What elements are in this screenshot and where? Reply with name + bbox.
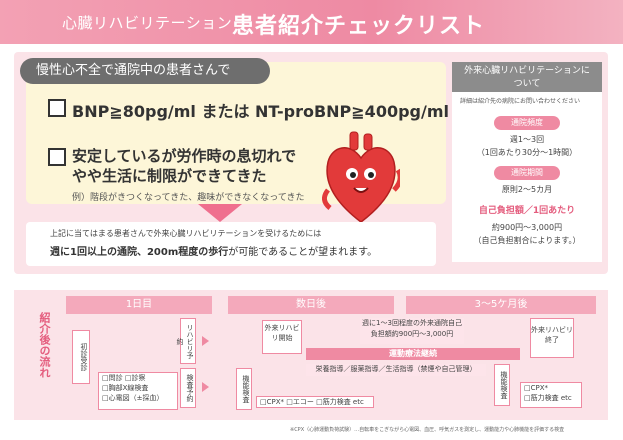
weekly-visit: 週に1～3回程度の外来通院自己負担額約900円～3,000円 bbox=[360, 318, 464, 344]
checkbox-bnp[interactable] bbox=[48, 99, 66, 117]
notice-line2: 週に1回以上の通院、200m程度の歩行が可能であることが望まれます。 bbox=[50, 243, 377, 258]
test-1: □問診 □診察 bbox=[102, 374, 146, 382]
arrow-down-icon bbox=[198, 204, 242, 222]
arrow-right-icon bbox=[202, 336, 209, 346]
notice-rest: が可能であることが望まれます。 bbox=[228, 247, 378, 258]
phase-day1: 1日目 bbox=[66, 296, 212, 314]
checklist-item-bnp: BNP≧80pg/ml または NT-proBNP≧400pg/ml bbox=[72, 102, 449, 121]
functional-test2: 機能検査 bbox=[494, 364, 510, 406]
notice-bold: 週に1回以上の通院、200m程度の歩行 bbox=[50, 247, 229, 258]
test-booking: 検査予約 bbox=[180, 368, 196, 408]
item2-line2: やや生活に制限ができてきた bbox=[72, 167, 267, 185]
freq-label: 通院頻度 bbox=[494, 116, 560, 130]
test-2: □胸部X線検査 bbox=[102, 384, 149, 392]
sidebar-title: 外来心臓リハビリテーションに ついて bbox=[452, 62, 602, 92]
phase-days-later: 数日後 bbox=[228, 296, 394, 314]
outpatient-end: 外来リハビリ終了 bbox=[530, 318, 574, 358]
sidebar-title-line1: 外来心臓リハビリテーションに bbox=[464, 66, 590, 76]
cost-line2: （自己負担割合によります。） bbox=[473, 236, 581, 245]
footnote: ※CPX（心肺運動負荷試験）…自転車をこぎながら心電図、血圧、呼気ガスを測定し、… bbox=[290, 427, 565, 433]
sidebar-note: 詳細は紹介先の病院にお問い合わせください bbox=[460, 98, 581, 105]
page-title: 患者紹介チェックリスト bbox=[232, 14, 486, 39]
cost-label: 自己負担額／1回あたり bbox=[478, 206, 576, 216]
checkbox-dyspnea[interactable] bbox=[48, 148, 66, 166]
freq-line2: （1回あたり30分～1時間） bbox=[476, 148, 578, 157]
first-visit: 初診受診 bbox=[72, 330, 90, 384]
guidance: 栄養指導／服薬指導／生活指導（禁煙や自己管理） bbox=[306, 364, 486, 376]
checklist-item-dyspnea: 安定しているが労作時の息切れで やや生活に制限ができてきた bbox=[72, 146, 296, 186]
header-subtitle: 心臓リハビリテーション bbox=[62, 14, 233, 32]
sidebar-info: 外来心臓リハビリテーションに ついて 詳細は紹介先の病院にお問い合わせください … bbox=[452, 62, 602, 262]
functional-test: 機能検査 bbox=[236, 368, 252, 410]
checklist-example: 例）階段がきつくなってきた、趣味ができなくなってきた bbox=[72, 193, 305, 203]
header-banner: 心臓リハビリテーション 患者紹介チェックリスト bbox=[0, 0, 623, 44]
checklist-lead: 慢性心不全で通院中の患者さんで bbox=[20, 58, 270, 84]
flow-label: 紹介後の流れ bbox=[38, 312, 51, 378]
item2-line1: 安定しているが労作時の息切れで bbox=[72, 147, 297, 165]
notice-box bbox=[26, 222, 436, 266]
heart-mascot-icon bbox=[322, 131, 400, 223]
exercise-bar: 運動療法継続 bbox=[306, 348, 520, 360]
outpatient-start: 外来リハビリ開始 bbox=[262, 320, 302, 354]
sidebar-title-line2: ついて bbox=[513, 79, 541, 89]
period-label: 通院期間 bbox=[494, 166, 560, 180]
notice-line1: 上記に当てはまる患者さんで外来心臓リハビリテーションを受けるためには bbox=[50, 229, 322, 238]
arrow-right-icon bbox=[202, 382, 209, 392]
cost-line1: 約900円～3,000円 bbox=[491, 223, 563, 232]
initial-tests: □問診 □診察 □胸部X線検査 □心電図（±採血） bbox=[98, 372, 178, 410]
tests2: □CPX* □エコー □筋力検査 etc bbox=[256, 396, 374, 408]
period-value: 原則2～5カ月 bbox=[501, 185, 553, 194]
tests3: □CPX* □筋力検査 etc bbox=[520, 382, 582, 408]
test3-1: □CPX* bbox=[524, 384, 549, 392]
rehab-booking: リハビリ予約 bbox=[176, 318, 196, 364]
phase-months-later: 3～5ケ月後 bbox=[406, 296, 596, 314]
test3-2: □筋力検査 etc bbox=[524, 394, 572, 402]
test-3: □心電図（±採血） bbox=[102, 394, 164, 402]
freq-line1: 週1～3回 bbox=[509, 135, 545, 144]
